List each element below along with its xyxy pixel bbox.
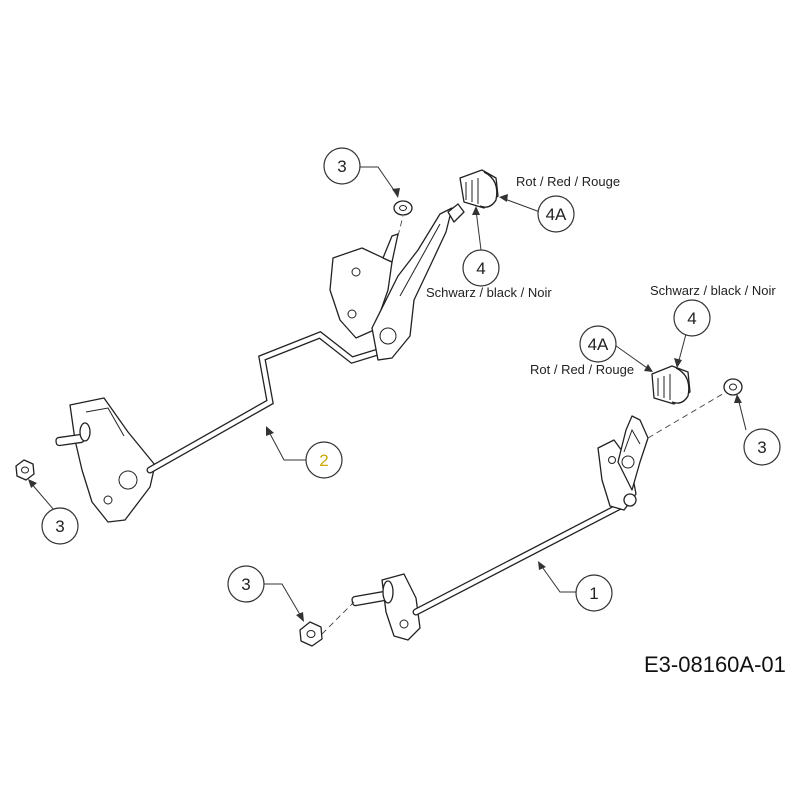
axle-assembly-1: [351, 415, 649, 641]
caption-red-top: Rot / Red / Rouge: [516, 174, 620, 189]
caption-black-right: Schwarz / black / Noir: [650, 283, 776, 298]
axle-assembly-2: [55, 203, 465, 523]
callout-3-bottom-label: 3: [241, 575, 250, 594]
cap-top: [459, 169, 499, 209]
nut-right: [723, 378, 743, 396]
nut-left: [15, 459, 35, 481]
callout-4-right-label: 4: [687, 309, 696, 328]
drawing-code: E3-08160A-01: [644, 652, 786, 677]
callout-2: 2: [305, 441, 343, 479]
callout-3-right: 3: [743, 428, 781, 466]
callout-4-top: 4: [462, 249, 500, 287]
cap-right: [651, 365, 691, 405]
callout-3-top-label: 3: [337, 157, 346, 176]
callout-1-label: 1: [589, 584, 598, 603]
callout-4A-top-label: 4A: [546, 205, 567, 224]
assembly-line-top: [397, 215, 404, 237]
callout-4A-right: 4A: [579, 325, 617, 363]
callout-3-left: 3: [41, 507, 79, 545]
callout-2-label: 2: [319, 451, 328, 470]
leaders: [28, 166, 747, 622]
nut-top: [393, 200, 413, 216]
callout-4A-right-label: 4A: [588, 335, 609, 354]
assembly-line-right: [647, 391, 727, 439]
nut-bottom: [299, 621, 323, 647]
assembly-line-bottom: [321, 601, 355, 635]
caption-black-top: Schwarz / black / Noir: [426, 285, 552, 300]
callout-3-left-label: 3: [55, 517, 64, 536]
callout-4-right: 4: [673, 299, 711, 337]
caption-red-right: Rot / Red / Rouge: [530, 362, 634, 377]
callout-3-top: 3: [323, 147, 361, 185]
callout-3-right-label: 3: [757, 438, 766, 457]
callout-4-top-label: 4: [476, 259, 485, 278]
callout-1: 1: [575, 574, 613, 612]
callout-3-bottom: 3: [227, 565, 265, 603]
callout-4A-top: 4A: [537, 195, 575, 233]
